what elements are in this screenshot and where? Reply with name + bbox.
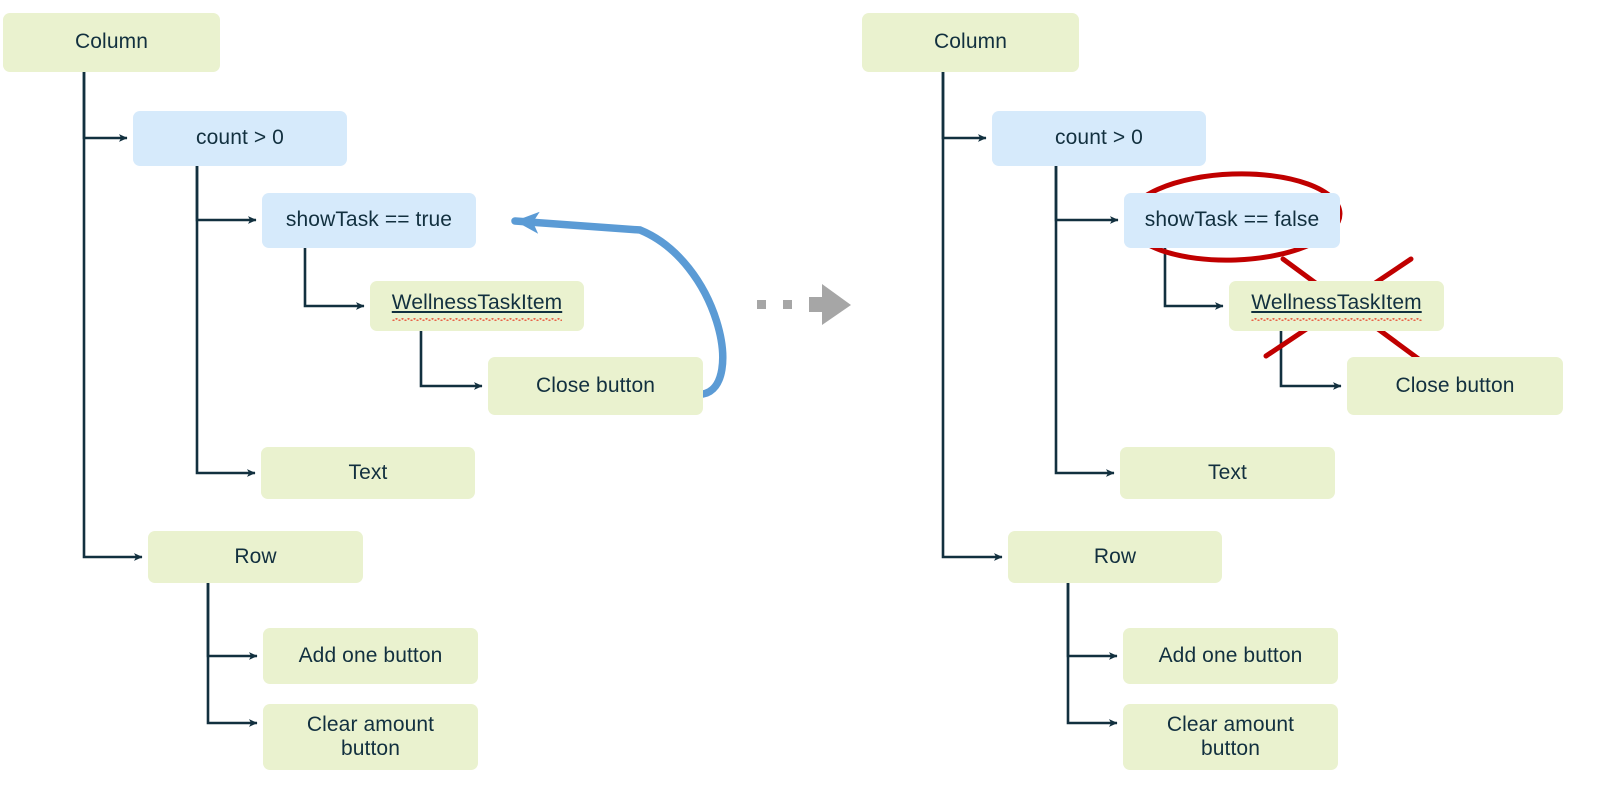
node-label: count > 0	[196, 126, 284, 150]
edge-column-to-count	[82, 72, 128, 142]
node-label: Add one button	[298, 643, 443, 667]
node-label: Column	[75, 30, 148, 54]
node-add-one-button-left[interactable]: Add one button	[263, 628, 478, 684]
edge-column-to-count	[941, 72, 987, 142]
node-label: WellnessTaskItem	[1251, 291, 1421, 321]
node-label: Column	[934, 30, 1007, 54]
node-label: Text	[1208, 460, 1247, 484]
edge-row-to-addone	[206, 583, 258, 660]
edge-count-to-text	[1054, 166, 1115, 477]
node-label: Text	[348, 460, 388, 484]
node-label: showTask == false	[1144, 208, 1320, 232]
edge-count-to-text	[195, 166, 256, 477]
node-label: Add one button	[1158, 643, 1303, 667]
node-label: Close button	[1395, 373, 1515, 397]
edge-showtask-to-wellness	[1163, 248, 1224, 310]
transition-arrowhead-icon	[809, 284, 851, 325]
node-label: Clear amount button	[306, 712, 435, 760]
node-wellnesstaskitem-right[interactable]: WellnessTaskItem	[1229, 281, 1444, 331]
right-tree-edges	[941, 72, 1342, 727]
node-label: showTask == true	[285, 208, 453, 232]
left-tree-edges	[82, 72, 483, 727]
node-label: Clear amount button	[1166, 712, 1295, 760]
node-wellnesstaskitem-left[interactable]: WellnessTaskItem	[370, 281, 584, 331]
node-close-button-left[interactable]: Close button	[488, 357, 703, 415]
node-label: WellnessTaskItem	[392, 291, 562, 321]
node-clear-amount-button-left[interactable]: Clear amount button	[263, 704, 478, 770]
node-row-right[interactable]: Row	[1008, 531, 1222, 583]
edge-wellness-to-close	[419, 331, 483, 390]
transition-dot-1	[757, 300, 766, 309]
node-column-right[interactable]: Column	[862, 13, 1079, 72]
node-add-one-button-right[interactable]: Add one button	[1123, 628, 1338, 684]
node-label: Row	[234, 544, 277, 568]
node-showtask-condition-left[interactable]: showTask == true	[262, 193, 476, 248]
edge-row-to-addone	[1066, 583, 1118, 660]
node-count-condition-left[interactable]: count > 0	[133, 111, 347, 166]
node-count-condition-right[interactable]: count > 0	[992, 111, 1206, 166]
node-clear-amount-button-right[interactable]: Clear amount button	[1123, 704, 1338, 770]
edge-count-to-showtask	[1054, 166, 1119, 224]
node-row-left[interactable]: Row	[148, 531, 363, 583]
edge-wellness-to-close	[1279, 331, 1342, 390]
node-text-right[interactable]: Text	[1120, 447, 1335, 499]
node-label: Row	[1093, 544, 1137, 568]
node-showtask-condition-right[interactable]: showTask == false	[1124, 193, 1340, 248]
edge-count-to-showtask	[195, 166, 257, 224]
edge-row-to-clear	[206, 583, 258, 727]
edge-row-to-clear	[1066, 583, 1118, 727]
node-column-left[interactable]: Column	[3, 13, 220, 72]
transition-dot-2	[783, 300, 792, 309]
edge-showtask-to-wellness	[303, 248, 365, 310]
node-close-button-right[interactable]: Close button	[1347, 357, 1563, 415]
before-after-transition-arrow	[757, 284, 851, 325]
node-text-left[interactable]: Text	[261, 447, 475, 499]
node-label: count > 0	[1055, 126, 1143, 150]
node-label: Close button	[535, 373, 656, 397]
